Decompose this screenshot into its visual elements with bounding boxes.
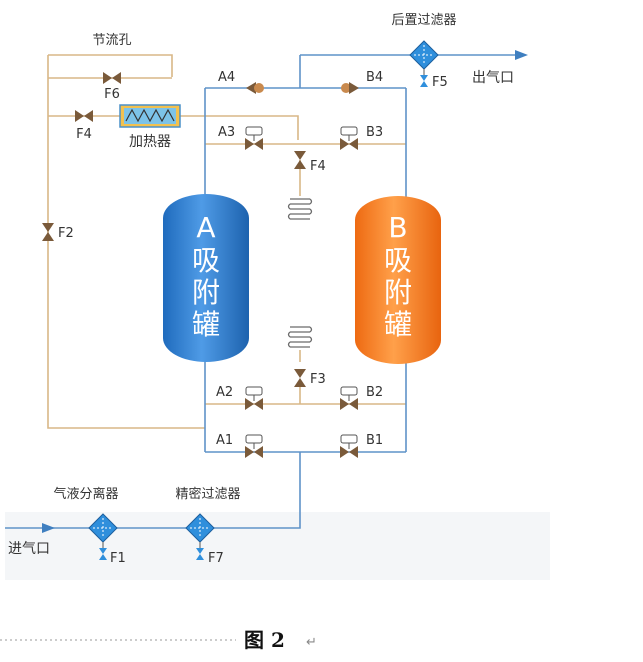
heater-icon — [119, 104, 181, 128]
regeneration-pipes — [47, 54, 406, 429]
valve-b2-label: B2 — [366, 385, 383, 400]
after-filter-label: 后置过滤器 — [391, 13, 456, 28]
valve-f1-label: F1 — [110, 551, 126, 566]
inlet-area-background — [5, 512, 550, 580]
valve-f3-icon[interactable] — [294, 369, 306, 387]
lower-coil-icon — [287, 323, 313, 351]
precision-filter-label: 精密过滤器 — [175, 486, 240, 502]
valve-a3-label: A3 — [218, 125, 235, 140]
valve-b1-label: B1 — [366, 433, 383, 448]
check-valve-b4-icon[interactable] — [341, 82, 359, 94]
valve-f7-label: F7 — [208, 551, 224, 566]
tank-a: A 吸 附 罐 — [163, 194, 249, 362]
valve-a1-icon[interactable] — [245, 434, 263, 458]
tank-b-char3: 罐 — [384, 308, 412, 341]
valve-b3-icon[interactable] — [340, 126, 358, 150]
tank-a-char1: 吸 — [192, 244, 220, 277]
inlet-arrow-icon — [42, 523, 55, 533]
valve-f2-icon[interactable] — [42, 223, 54, 241]
throttle-label: 节流孔 — [92, 33, 131, 48]
tank-b: B 吸 附 罐 — [355, 196, 441, 364]
tank-b-char2: 附 — [384, 276, 412, 309]
tank-b-char1: 吸 — [384, 244, 412, 277]
tank-b-letter: B — [388, 211, 407, 244]
separator-label: 气液分离器 — [53, 486, 118, 502]
valve-f4-left-label: F4 — [76, 127, 92, 142]
valve-f4-mid-label: F4 — [310, 159, 326, 174]
upper-coil-icon — [287, 195, 313, 223]
valve-a1-label: A1 — [216, 433, 233, 448]
valve-f6-label: F6 — [104, 87, 120, 102]
tank-a-letter: A — [196, 211, 215, 244]
valve-b4-label: B4 — [366, 70, 383, 85]
inlet-label: 进气口 — [8, 541, 50, 557]
tank-a-char2: 附 — [192, 276, 220, 309]
valve-f4-left-icon[interactable] — [75, 110, 93, 122]
check-valve-a4-icon[interactable] — [246, 82, 264, 94]
heater-label: 加热器 — [129, 134, 171, 150]
valve-a3-icon[interactable] — [245, 126, 263, 150]
figure-caption: 图 2 — [244, 628, 285, 652]
air-pipes — [5, 54, 515, 529]
valve-b2-icon[interactable] — [340, 386, 358, 410]
valve-a4-label: A4 — [218, 70, 235, 85]
valve-b3-label: B3 — [366, 125, 383, 140]
valve-a2-icon[interactable] — [245, 386, 263, 410]
paragraph-mark: ↵ — [306, 635, 317, 650]
outlet-label: 出气口 — [472, 70, 514, 86]
valve-f4-mid-icon[interactable] — [294, 151, 306, 169]
valve-b1-icon[interactable] — [340, 434, 358, 458]
outlet-arrow-icon — [515, 50, 528, 60]
valve-f6-icon[interactable] — [103, 72, 121, 84]
tank-a-char3: 罐 — [192, 308, 220, 341]
valve-f5-label: F5 — [432, 75, 448, 90]
valve-f2-label: F2 — [58, 226, 74, 241]
valve-f3-label: F3 — [310, 372, 326, 387]
valve-a2-label: A2 — [216, 385, 233, 400]
